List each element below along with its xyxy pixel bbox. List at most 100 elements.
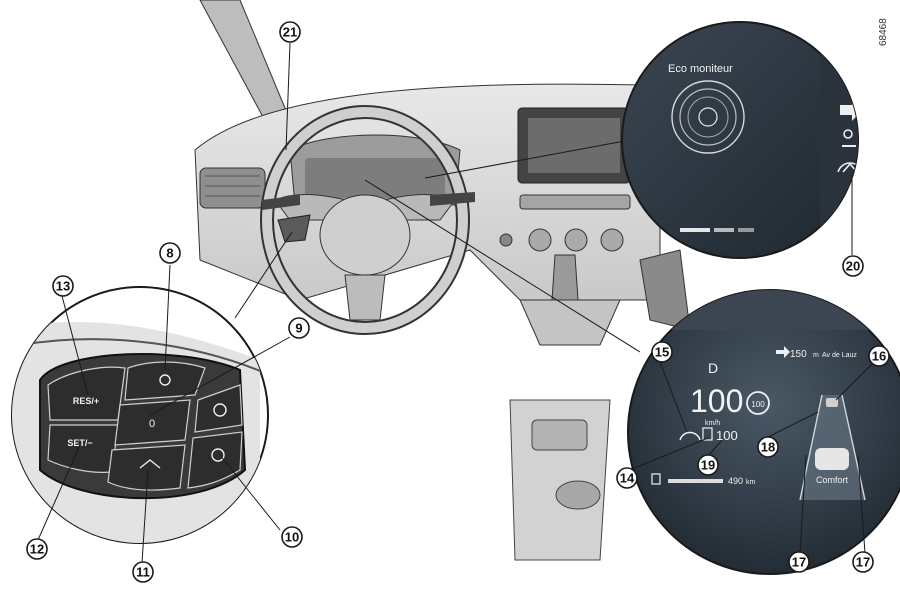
callout-circle	[651, 341, 673, 363]
climate-knob-left	[528, 228, 552, 252]
callout-circle	[852, 551, 874, 573]
callout-number: 9	[295, 321, 302, 336]
callout-circle	[159, 242, 181, 264]
eco-bar-3	[738, 228, 754, 232]
lane-icon	[139, 459, 161, 469]
callout-circle	[279, 21, 301, 43]
callout-leaders	[37, 175, 875, 564]
callout-number: 11	[136, 565, 150, 580]
callout-8: 8	[159, 242, 181, 264]
callout-number: 17	[856, 555, 870, 570]
steering-wheel-hub	[319, 194, 411, 276]
callout-number: 19	[701, 458, 715, 473]
callout-circle	[868, 345, 890, 367]
range-unit: km	[746, 479, 756, 486]
airbag-person-icon	[843, 129, 853, 139]
infotainment-display	[528, 118, 620, 173]
eco-ring-outer	[671, 80, 745, 154]
callout-circle	[52, 275, 74, 297]
fuel-pump-icon	[651, 473, 661, 485]
eco-ring-inner	[687, 96, 729, 138]
range-value: 490	[728, 476, 743, 486]
distance-plus-button[interactable]	[194, 384, 243, 433]
callout-17: 17	[788, 551, 810, 573]
steering-buttons-zoom: RES/+ SET/− 0	[11, 286, 269, 544]
gear-indicator: D	[708, 360, 718, 376]
adaptive-cruise-button[interactable]	[124, 361, 206, 401]
cruise-set-icon	[702, 427, 713, 441]
callout-21: 21	[279, 21, 301, 43]
eco-bar-1	[680, 228, 710, 232]
res-plus-button[interactable]	[47, 366, 126, 421]
speed-unit: km/h	[705, 420, 720, 427]
callout-markers: 8 9 10 11 12 13 14 15 16 17 17 18 19 20 21	[26, 21, 890, 583]
callout-number: 20	[846, 259, 860, 274]
callout-number: 8	[166, 246, 173, 261]
callout-9: 9	[288, 317, 310, 339]
own-vehicle-icon	[815, 448, 849, 470]
lane-assist-button[interactable]	[107, 444, 186, 491]
callout-circle	[757, 436, 779, 458]
climate-knob-center	[564, 228, 588, 252]
eco-ring-middle	[679, 88, 737, 146]
leaf-icon	[698, 107, 718, 127]
callout-number: 14	[620, 471, 635, 486]
eco-monitor-zoom: Eco moniteur	[621, 21, 859, 259]
steering-buttons-location	[277, 214, 311, 243]
nav-turn-icon	[776, 346, 790, 358]
steering-wheel-rim-highlight	[262, 107, 468, 333]
callout-circle	[842, 255, 864, 277]
callout-number: 16	[872, 349, 886, 364]
callout-19: 19	[697, 454, 719, 476]
left-air-vent	[199, 167, 266, 209]
callout-circle	[788, 551, 810, 573]
drive-mode: Comfort	[816, 475, 849, 485]
figure-id: 68468	[878, 18, 889, 46]
res-label: RES/+	[73, 396, 99, 406]
nav-street: Av de Lauz	[822, 352, 857, 359]
callout-number: 13	[56, 279, 70, 294]
lane-keeping-icon	[679, 431, 701, 441]
callout-number: 18	[761, 440, 775, 455]
speed-readout: 100	[690, 383, 743, 419]
callout-number: 15	[655, 345, 669, 360]
callout-number: 12	[30, 542, 44, 557]
left-stalk	[262, 195, 300, 210]
callout-18: 18	[757, 436, 779, 458]
callout-number: 21	[283, 25, 297, 40]
speed-limit-icon	[213, 403, 227, 417]
lane-view	[800, 395, 865, 500]
callout-12: 12	[26, 538, 48, 560]
callout-20: 20	[842, 255, 864, 277]
cruise-zero-button[interactable]	[114, 399, 191, 446]
callout-16: 16	[868, 345, 890, 367]
steering-wheel-lower-spoke	[344, 274, 386, 321]
cup-holder	[555, 480, 601, 510]
set-label: SET/−	[67, 438, 92, 448]
callout-11: 11	[132, 561, 154, 583]
zoom-circle-cluster	[627, 289, 900, 575]
callout-13: 13	[52, 275, 74, 297]
climate-knob-right	[600, 228, 624, 252]
callout-circle	[288, 317, 310, 339]
nav-distance: 150	[790, 349, 807, 360]
callout-number: 17	[792, 555, 806, 570]
callout-circle	[697, 454, 719, 476]
lead-vehicle-icon	[826, 398, 838, 407]
callout-number: 10	[285, 530, 299, 545]
center-air-vent	[519, 194, 631, 210]
zero-label: 0	[149, 418, 155, 430]
gear-console	[519, 299, 621, 346]
callout-circle	[132, 561, 154, 583]
range-bar	[668, 479, 723, 483]
callout-17: 17	[852, 551, 874, 573]
a-pillar	[199, 0, 291, 131]
car-radar-icon	[159, 374, 171, 386]
set-speed: 100	[716, 428, 738, 443]
callout-14: 14	[616, 467, 638, 489]
callout-15: 15	[651, 341, 673, 363]
nav-unit: m	[813, 352, 819, 359]
speed-limit-sign	[746, 391, 770, 415]
